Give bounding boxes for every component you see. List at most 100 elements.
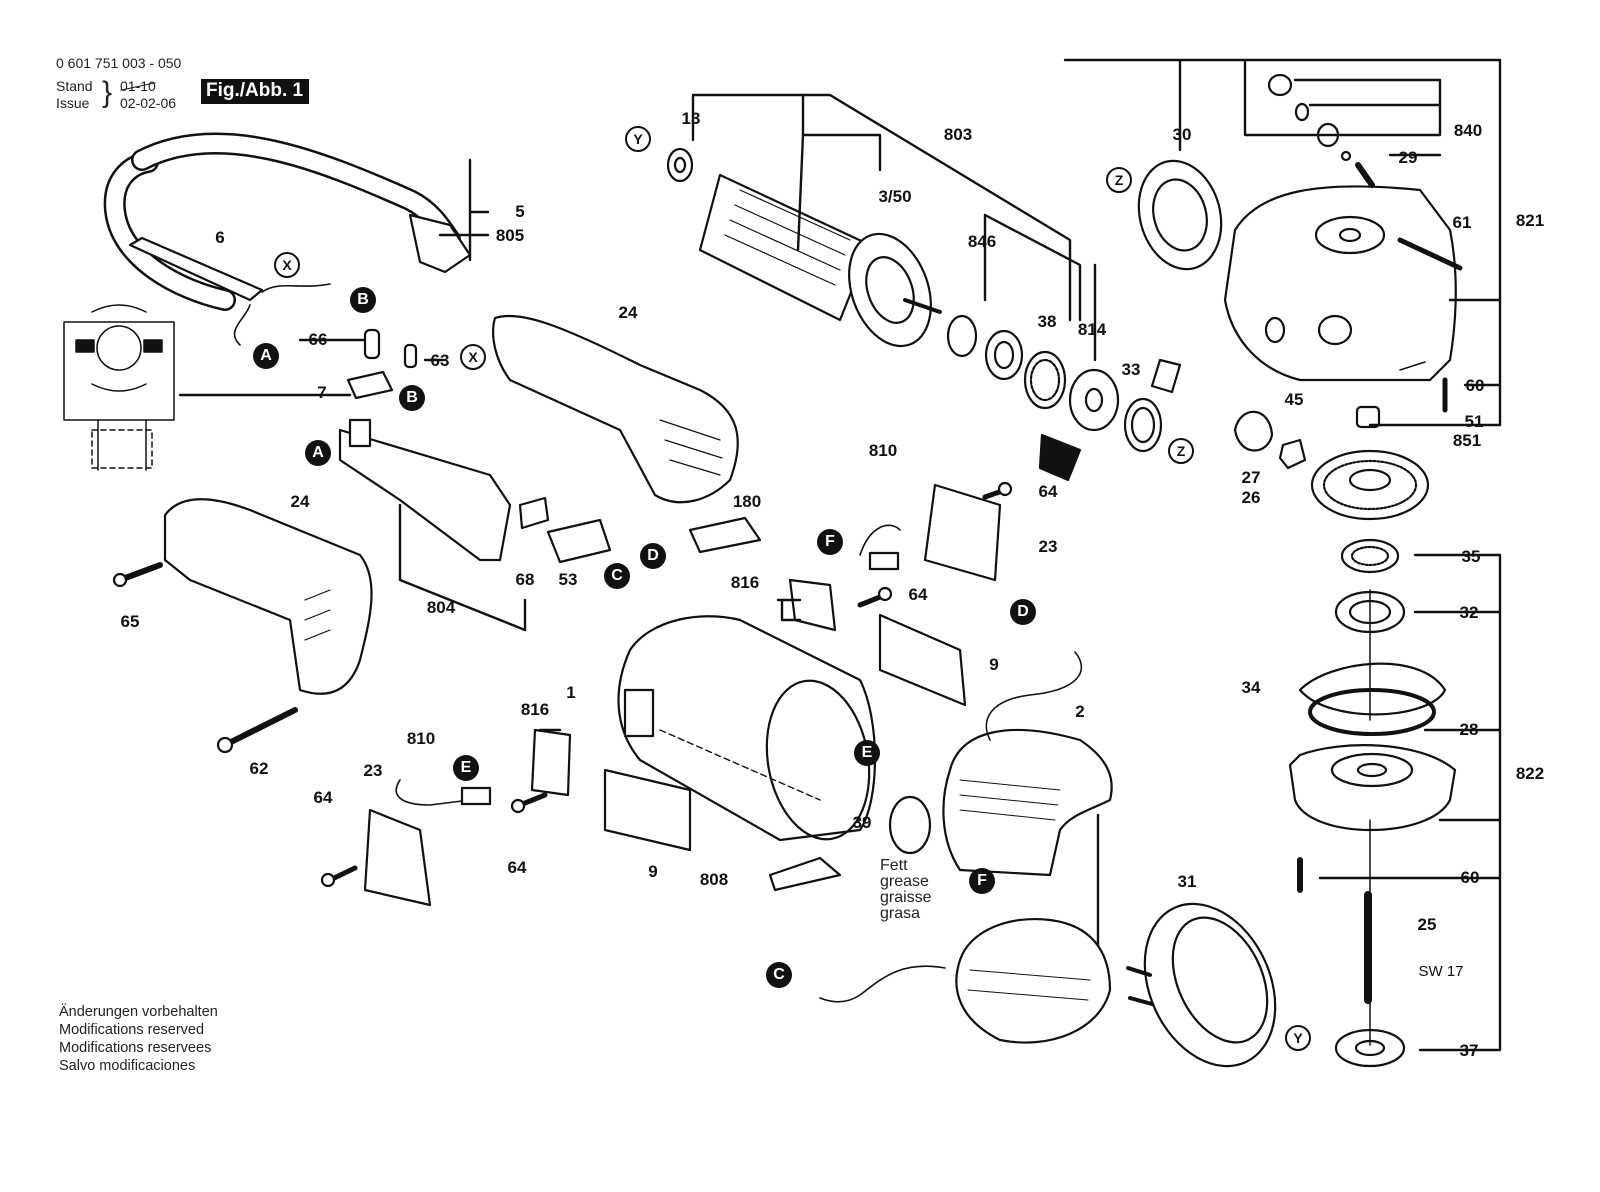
callout-45: 45 (1284, 390, 1304, 409)
ref-marker-x-cord: X (274, 252, 300, 278)
ref-marker-a-cord: A (253, 343, 279, 369)
ref-marker-z-top: Z (1106, 167, 1132, 193)
callout-31: 31 (1177, 872, 1197, 891)
ref-marker-a-switch: A (305, 440, 331, 466)
brush-holders (363, 483, 1002, 907)
spindle-assembly (1288, 538, 1457, 1068)
callout-9-left: 9 (648, 862, 658, 881)
callout-64-bottom: 64 (507, 858, 527, 877)
callout-64-upper: 64 (1038, 482, 1058, 501)
callout-27: 27 (1241, 468, 1261, 487)
callout-810-upper: 810 (868, 441, 898, 460)
callout-814: 814 (1077, 320, 1107, 339)
ref-marker-y-bottom: Y (1285, 1025, 1311, 1051)
callout-822: 822 (1515, 764, 1545, 783)
callout-60-lower: 60 (1460, 868, 1480, 887)
ref-marker-c-coil: C (766, 962, 792, 988)
issue-date: 02-02-06 (120, 95, 177, 111)
grease-note-en: grease (880, 873, 929, 890)
flange-part (1126, 902, 1277, 1068)
callout-29: 29 (1398, 148, 1418, 167)
callout-65: 65 (120, 612, 140, 631)
callout-35: 35 (1461, 547, 1481, 566)
callout-37: 37 (1459, 1041, 1479, 1060)
callout-32: 32 (1459, 603, 1479, 622)
grease-note-de: Fett (880, 857, 908, 874)
ref-marker-e-coil: E (854, 740, 880, 766)
handle-upper-part (492, 314, 739, 504)
callout-821: 821 (1515, 211, 1545, 230)
cover-plates (603, 516, 967, 892)
switch-part (338, 328, 612, 564)
callout-66: 66 (308, 330, 328, 349)
ref-marker-e-brush: E (453, 755, 479, 781)
callout-5: 5 (515, 202, 525, 221)
callout-sw17: SW 17 (1418, 963, 1464, 980)
field-coil-part (819, 651, 1113, 1044)
disclaimer-line-fr: Modifications reservees (59, 1040, 212, 1056)
callout-13: 13 (681, 109, 701, 128)
callout-64-left: 64 (313, 788, 333, 807)
disclaimer-line-en: Modifications reserved (59, 1022, 205, 1038)
disclaimer-line-es: Salvo modificaciones (59, 1058, 196, 1074)
callout-808: 808 (699, 870, 729, 889)
callout-6: 6 (215, 228, 225, 247)
callout-23-lower: 23 (363, 761, 383, 780)
leader-lines (178, 58, 1502, 1052)
callout-2: 2 (1075, 702, 1085, 721)
part-number: 0 601 751 003 - 050 (56, 55, 182, 71)
callout-7: 7 (317, 383, 327, 402)
ref-marker-d-switch: D (640, 543, 666, 569)
callout-30: 30 (1172, 125, 1192, 144)
callout-851: 851 (1452, 431, 1482, 450)
callout-68: 68 (515, 570, 535, 589)
callout-39: 39 (852, 813, 872, 832)
bearing-stack (946, 314, 1182, 482)
callout-840: 840 (1453, 121, 1483, 140)
figure-label: Fig./Abb. 1 (201, 79, 310, 104)
ref-marker-f-brush: F (817, 529, 843, 555)
handle-lower-part (163, 498, 373, 695)
grease-note: Fett grease graisse grasa (880, 858, 932, 922)
callout-33: 33 (1121, 360, 1141, 379)
callout-64-mid: 64 (908, 585, 928, 604)
callout-804: 804 (426, 598, 456, 617)
callout-25: 25 (1417, 915, 1437, 934)
ref-marker-b-switch: B (399, 385, 425, 411)
ref-marker-c-switch: C (604, 563, 630, 589)
callout-816-lower: 816 (520, 700, 550, 719)
callout-805: 805 (495, 226, 525, 245)
callout-24-lower: 24 (290, 492, 310, 511)
callout-61: 61 (1452, 213, 1472, 232)
issue-label: Issue (56, 95, 90, 111)
callout-26: 26 (1241, 488, 1261, 507)
callout-846: 846 (967, 232, 997, 251)
callout-816-upper: 816 (730, 573, 760, 592)
callout-23-upper: 23 (1038, 537, 1058, 556)
stand-label: Stand (56, 78, 93, 94)
motor-housing-part (617, 615, 877, 842)
grease-note-es: grasa (880, 905, 921, 922)
ref-marker-f-coil: F (969, 868, 995, 894)
screws (112, 481, 1013, 888)
callout-53: 53 (558, 570, 578, 589)
callout-62: 62 (249, 759, 269, 778)
ref-marker-d-coil: D (1010, 599, 1036, 625)
power-cord-part (103, 132, 472, 346)
old-date-struck: 01-10 (120, 78, 156, 94)
callout-51: 51 (1464, 412, 1484, 431)
gear-housing-part (1137, 73, 1463, 521)
ref-marker-x-handle: X (460, 344, 486, 370)
callout-38: 38 (1037, 312, 1057, 331)
ref-marker-b-cord: B (350, 287, 376, 313)
callout-180: 180 (732, 492, 762, 511)
callout-3-50: 3/50 (878, 187, 912, 206)
callout-9-right: 9 (989, 655, 999, 674)
callout-24-upper: 24 (618, 303, 638, 322)
callout-60-upper: 60 (1465, 376, 1485, 395)
grease-note-fr: graisse (880, 889, 932, 906)
callout-63: 63 (430, 351, 450, 370)
ref-marker-z-bottom: Z (1168, 438, 1194, 464)
armature-part (666, 147, 942, 348)
